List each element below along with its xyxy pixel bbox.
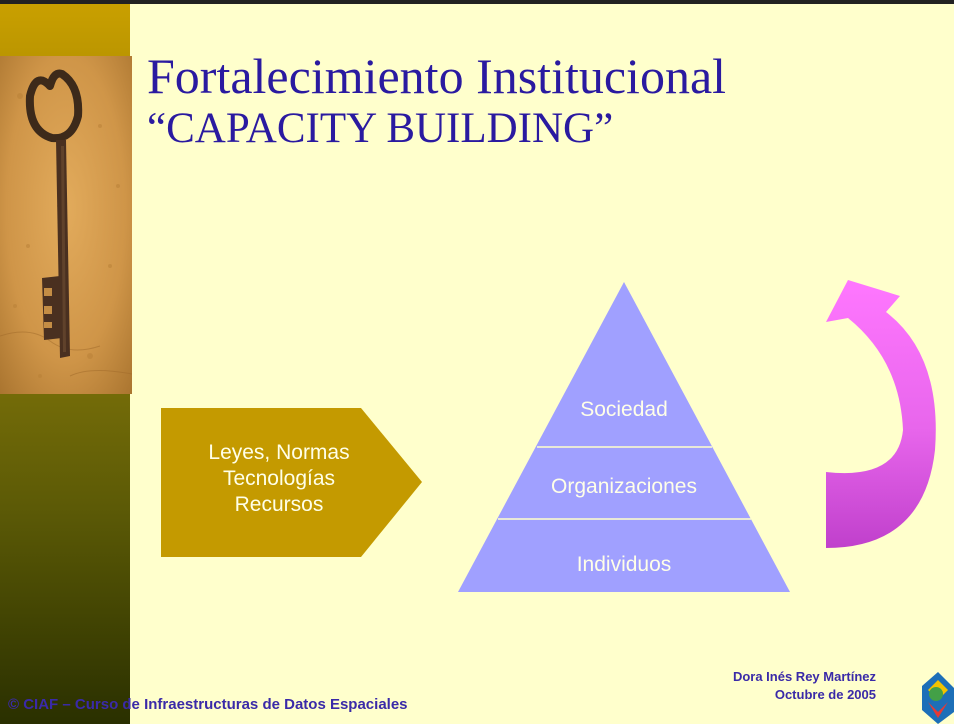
footer-author: Dora Inés Rey Martínez — [732, 669, 876, 684]
old-key-icon — [0, 56, 132, 394]
pyramid-tier-bottom: Individuos — [576, 553, 672, 576]
input-arrow-shape — [161, 408, 422, 557]
slide-title: Fortalecimiento Institucional “CAPACITY … — [147, 48, 726, 154]
pyramid-shape — [458, 282, 790, 592]
pyramid-tier-middle: Organizaciones — [551, 475, 697, 498]
input-line-2: Tecnologías — [222, 467, 336, 490]
footer-course: © CIAF – Curso de Infraestructuras de Da… — [8, 696, 408, 713]
igac-logo-icon — [922, 672, 954, 724]
title-line-1: Fortalecimiento Institucional — [147, 48, 727, 104]
curved-up-arrow-icon — [826, 280, 936, 548]
pyramid-tier-top: Sociedad — [580, 398, 668, 421]
footer-date: Octubre de 2005 — [774, 687, 876, 702]
input-line-1: Leyes, Normas — [208, 441, 350, 464]
input-line-3: Recursos — [234, 493, 324, 516]
input-arrow-label: Leyes, Normas Tecnologías Recursos — [168, 440, 390, 518]
footer-credits: Dora Inés Rey Martínez Octubre de 2005 — [733, 668, 876, 704]
top-border — [0, 0, 954, 4]
title-line-2: “CAPACITY BUILDING” — [147, 105, 614, 152]
